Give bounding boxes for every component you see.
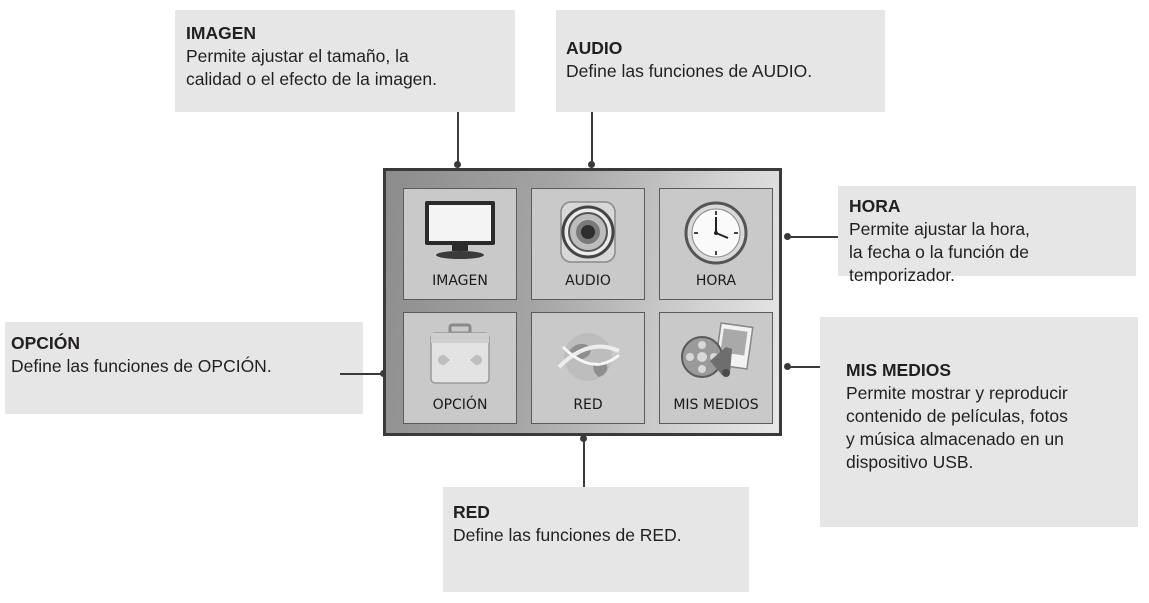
connector-opcion xyxy=(340,373,383,375)
menu-tile-mis-medios-label: MIS MEDIOS xyxy=(673,397,759,413)
callout-red-title: RED xyxy=(453,502,490,522)
tv-icon xyxy=(404,197,516,267)
callout-hora: HORA Permite ajustar la hora, la fecha o… xyxy=(838,186,1136,285)
callout-hora-title: HORA xyxy=(849,196,901,216)
callout-opcion-title: OPCIÓN xyxy=(11,333,81,353)
callout-opcion-desc: Define las funciones de OPCIÓN. xyxy=(11,356,272,376)
connector-imagen-dot xyxy=(454,161,461,168)
menu-tile-mis-medios[interactable]: MIS MEDIOS xyxy=(659,312,773,424)
callout-hora-desc: Permite ajustar la hora, la fecha o la f… xyxy=(849,219,1030,285)
menu-tile-imagen-label: IMAGEN xyxy=(432,273,488,289)
callout-audio-desc: Define las funciones de AUDIO. xyxy=(566,61,813,81)
menu-tile-red-label: RED xyxy=(573,397,603,413)
speaker-icon xyxy=(532,197,644,267)
connector-audio xyxy=(591,112,593,164)
callout-opcion: OPCIÓN Define las funciones de OPCIÓN. xyxy=(5,322,363,414)
callout-red-desc: Define las funciones de RED. xyxy=(453,525,682,545)
callout-audio-title: AUDIO xyxy=(566,38,623,58)
menu-tile-audio-label: AUDIO xyxy=(565,273,611,289)
menu-tile-hora[interactable]: HORA xyxy=(659,188,773,300)
callout-mis-medios-desc: Permite mostrar y reproducir contenido d… xyxy=(846,383,1068,472)
connector-red-dot xyxy=(580,435,587,442)
callout-imagen-title: IMAGEN xyxy=(186,23,256,43)
clock-icon xyxy=(660,197,772,267)
callout-audio: AUDIO Define las funciones de AUDIO. xyxy=(556,10,885,112)
menu-tile-red[interactable]: RED xyxy=(531,312,645,424)
menu-tile-imagen[interactable]: IMAGEN xyxy=(403,188,517,300)
callout-mis-medios-title: MIS MEDIOS xyxy=(846,360,952,380)
connector-red xyxy=(583,440,585,487)
callout-imagen: IMAGEN Permite ajustar el tamaño, la cal… xyxy=(175,10,515,112)
menu-tile-opcion[interactable]: OPCIÓN xyxy=(403,312,517,424)
callout-red: RED Define las funciones de RED. xyxy=(443,487,749,592)
callout-mis-medios: MIS MEDIOS Permite mostrar y reproducir … xyxy=(820,317,1138,527)
connector-mis-medios-dot xyxy=(784,363,791,370)
menu-tile-hora-label: HORA xyxy=(695,273,737,289)
main-menu-panel: IMAGEN AUDIO xyxy=(383,168,782,436)
menu-tile-opcion-label: OPCIÓN xyxy=(432,397,488,413)
callout-imagen-desc: Permite ajustar el tamaño, la calidad o … xyxy=(186,46,437,89)
toolbox-icon xyxy=(404,321,516,391)
connector-mis-medios xyxy=(790,366,820,368)
media-icon xyxy=(660,321,772,391)
connector-imagen xyxy=(457,112,459,164)
connector-hora xyxy=(790,236,838,238)
connector-hora-dot xyxy=(784,233,791,240)
menu-tile-audio[interactable]: AUDIO xyxy=(531,188,645,300)
connector-audio-dot xyxy=(588,161,595,168)
globe-icon xyxy=(532,321,644,391)
